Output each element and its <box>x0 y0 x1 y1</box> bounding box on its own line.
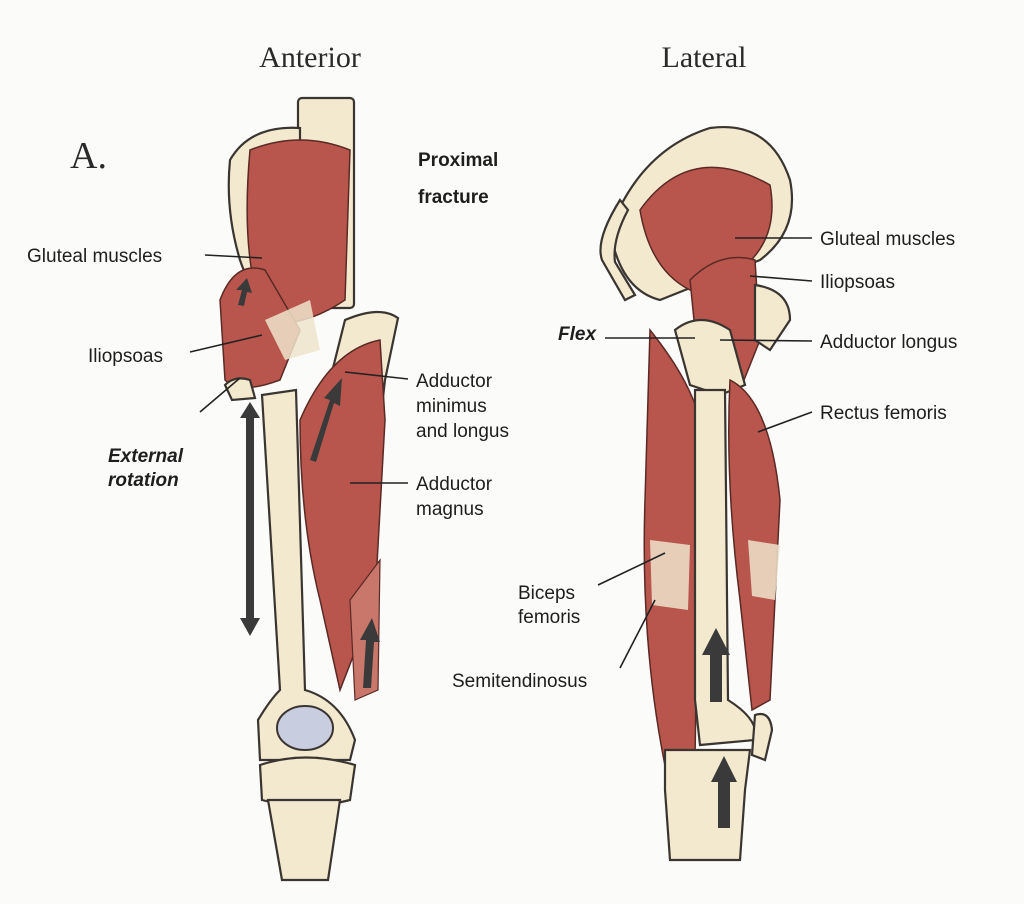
label-semitendinosus: Semitendinosus <box>452 671 587 692</box>
tibia-shaft-anterior <box>266 798 342 882</box>
title-line1: Proximal <box>418 150 498 171</box>
biceps-tendon <box>650 540 690 610</box>
title-line2: fracture <box>418 187 489 208</box>
label-biceps-femoris-1: Biceps <box>518 583 575 604</box>
label-iliopsoas-lateral: Iliopsoas <box>820 272 895 293</box>
label-rectus-femoris: Rectus femoris <box>820 403 947 424</box>
panel-label: A. <box>70 135 107 177</box>
lateral-view <box>599 126 794 862</box>
double-arrow-icon <box>240 402 260 636</box>
label-gluteal-anterior: Gluteal muscles <box>27 246 162 267</box>
up-arrow-icon <box>310 378 342 462</box>
label-adductor-min-2: minimus <box>416 396 487 417</box>
label-adductor-magnus-1: Adductor <box>416 474 493 495</box>
label-adductor-longus: Adductor longus <box>820 332 957 353</box>
label-flex: Flex <box>558 324 597 345</box>
view-title-anterior: Anterior <box>259 41 361 74</box>
tendon-insertion <box>265 300 320 360</box>
view-title-lateral: Lateral <box>662 41 747 74</box>
label-external-rotation-2: rotation <box>108 470 179 491</box>
patella-lateral <box>750 712 774 762</box>
rotation-arrow-icon <box>236 278 252 306</box>
up-arrow-icon <box>702 628 730 702</box>
tibia-lateral <box>663 748 752 862</box>
patella <box>276 705 334 751</box>
pubis-bone-lateral <box>599 198 637 302</box>
up-arrow-icon <box>360 618 380 688</box>
label-adductor-min-1: Adductor <box>416 371 493 392</box>
femur-shaft-anterior <box>256 388 357 762</box>
label-iliopsoas-anterior: Iliopsoas <box>88 346 163 367</box>
label-gluteal-lateral: Gluteal muscles <box>820 229 955 250</box>
pelvis-rear-lateral <box>753 283 792 352</box>
anterior-view <box>219 96 400 882</box>
label-biceps-femoris-2: femoris <box>518 607 580 628</box>
up-arrow-icon <box>711 756 737 828</box>
label-adductor-magnus-2: magnus <box>416 499 484 520</box>
rectus-tendon <box>748 540 780 600</box>
fracture-end-proximal <box>223 377 257 402</box>
label-external-rotation-1: External <box>108 446 184 467</box>
label-adductor-min-3: and longus <box>416 421 509 442</box>
leader-lines <box>189 237 813 669</box>
tibia-head-anterior <box>258 756 357 808</box>
